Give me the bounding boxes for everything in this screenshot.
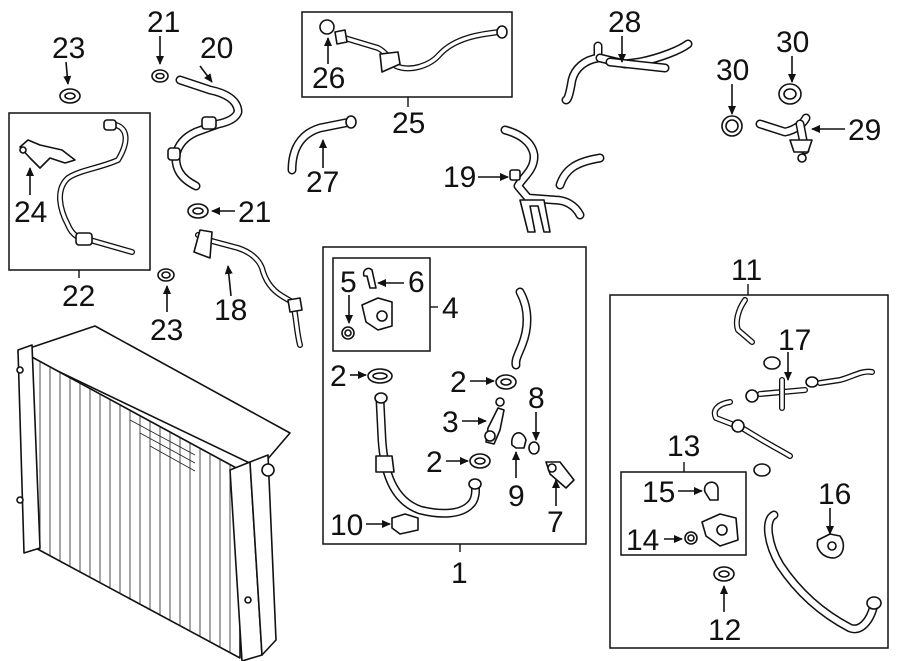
clamp-21-top — [151, 69, 169, 83]
callout-2-left: 2 — [330, 360, 347, 393]
hose-22 — [57, 119, 135, 255]
radiator — [16, 325, 291, 661]
o-ring-14 — [684, 531, 698, 545]
hose-27 — [287, 115, 357, 175]
callout-6: 6 — [408, 266, 425, 299]
callout-21-top: 21 — [147, 6, 180, 39]
callout-30-left: 30 — [716, 54, 749, 87]
pipe-18 — [193, 229, 303, 348]
bracket-10 — [391, 513, 419, 535]
callout-5: 5 — [340, 266, 357, 299]
callout-17: 17 — [778, 324, 811, 357]
callout-2-top: 2 — [450, 366, 467, 399]
callout-19: 19 — [443, 161, 476, 194]
hose-28 — [561, 39, 693, 105]
hose-upper-1 — [511, 287, 532, 370]
hose-11 — [733, 297, 755, 345]
clip-6 — [362, 267, 377, 289]
box-1 — [322, 246, 587, 545]
callout-21-mid: 21 — [238, 196, 271, 229]
clip-15 — [703, 481, 719, 501]
callout-2-bottom: 2 — [426, 446, 443, 479]
sensor-7 — [545, 461, 575, 489]
clamp-2-top — [495, 374, 517, 390]
clamp-2-bottom — [469, 453, 491, 469]
o-ring-8 — [528, 441, 540, 455]
flange-4 — [361, 297, 393, 331]
callout-25: 25 — [392, 107, 425, 140]
callout-24: 24 — [14, 196, 47, 229]
o-ring-5 — [341, 326, 355, 340]
o-ring-26 — [319, 19, 335, 35]
bracket-24 — [19, 139, 76, 169]
box-25 — [301, 11, 513, 98]
callout-10: 10 — [330, 509, 363, 542]
box-4 — [332, 257, 431, 352]
callout-13: 13 — [667, 430, 700, 463]
callout-23-mid: 23 — [150, 314, 183, 347]
clip-9 — [511, 432, 527, 449]
callout-leaders — [26, 36, 845, 612]
flange-13 — [701, 513, 739, 547]
hose-10 — [374, 392, 482, 518]
callout-14: 14 — [626, 524, 659, 557]
tee-17 — [745, 376, 819, 411]
callout-3: 3 — [442, 406, 459, 439]
callout-1: 1 — [451, 557, 468, 590]
clamp-12 — [713, 566, 735, 582]
callout-29: 29 — [848, 114, 881, 147]
callout-30-right: 30 — [776, 26, 809, 59]
callout-4: 4 — [442, 292, 459, 325]
hose-29 — [755, 113, 813, 163]
box-11 — [609, 294, 889, 649]
connector-3 — [484, 397, 505, 445]
clamp-2-left — [367, 368, 393, 384]
pipe-25 — [334, 25, 508, 73]
callout-23-top: 23 — [52, 32, 85, 65]
callout-12: 12 — [708, 614, 741, 647]
callout-15: 15 — [642, 476, 675, 509]
clamp-lower-11 — [753, 463, 771, 477]
callout-9: 9 — [508, 480, 525, 513]
callout-22: 22 — [62, 280, 95, 313]
callout-26: 26 — [312, 62, 345, 95]
clamp-21-mid — [187, 203, 209, 219]
callout-7: 7 — [547, 506, 564, 539]
clamp-30-left — [721, 115, 743, 137]
callout-20: 20 — [200, 32, 233, 65]
hose-19 — [500, 125, 605, 233]
callout-28: 28 — [608, 6, 641, 39]
bracket-16 — [816, 533, 845, 559]
pipe-lower-11 — [711, 399, 793, 459]
clamp-30-right — [778, 83, 802, 105]
callout-27: 27 — [306, 166, 339, 199]
callout-16: 16 — [818, 478, 851, 511]
hose-lower-11 — [763, 510, 882, 634]
clamp-23-top — [59, 88, 81, 104]
callout-11: 11 — [731, 254, 762, 287]
clamp-17-a — [763, 356, 781, 370]
callout-18: 18 — [214, 294, 247, 327]
callout-8: 8 — [528, 382, 545, 415]
callout-labels: 23 21 20 21 23 18 24 22 27 26 25 28 30 3… — [14, 6, 881, 647]
clamp-23-mid — [157, 268, 175, 282]
hose-right-11 — [817, 368, 875, 386]
hose-20 — [167, 75, 243, 191]
